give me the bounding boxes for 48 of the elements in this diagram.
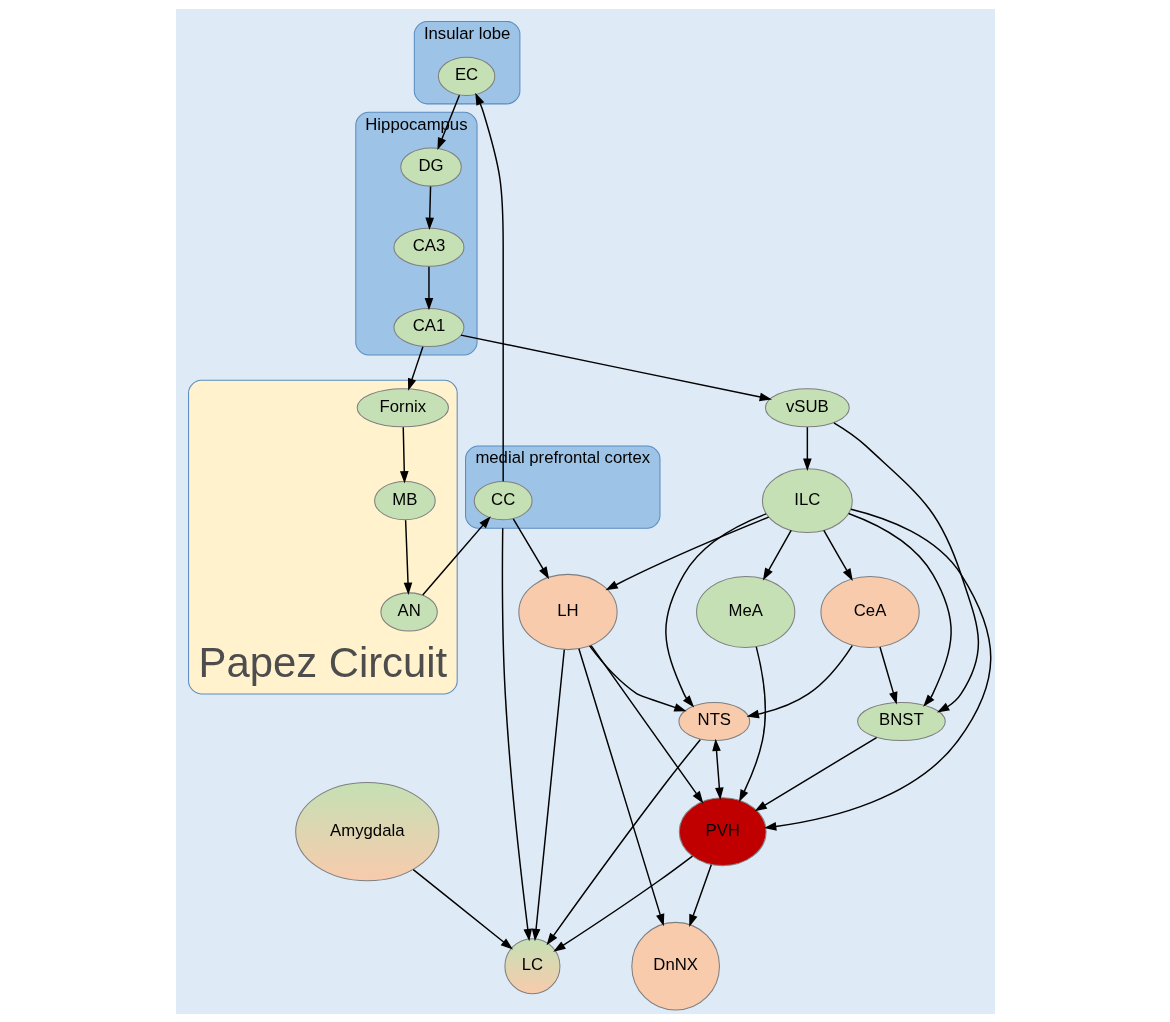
arrow (711, 738, 724, 800)
arrow (832, 421, 979, 712)
arrow (474, 92, 504, 482)
arrow (664, 512, 767, 708)
node-ellipse: EC (437, 56, 495, 96)
node-ellipse: DG (399, 146, 462, 187)
node-ellipse: ILC (761, 467, 853, 533)
arrow (552, 854, 693, 952)
arrow (531, 648, 565, 941)
node-ellipse: CeA (819, 575, 920, 648)
arrow (822, 529, 853, 581)
arrow (589, 644, 703, 803)
node-ellipse: MeA (695, 575, 795, 648)
arrow (399, 425, 409, 483)
node-ellipse: NTS (677, 701, 750, 741)
arrow (738, 645, 766, 802)
arrow (459, 333, 772, 401)
node-ellipse: MB (373, 480, 436, 520)
node-ellipse: CA1 (392, 307, 464, 347)
node-ellipse: CC (473, 480, 533, 520)
arrow (407, 345, 424, 391)
arrow (424, 265, 433, 310)
arrow (605, 515, 769, 590)
arrow (501, 527, 532, 941)
arrow (746, 644, 853, 718)
arrow (588, 644, 687, 711)
arrow (762, 529, 792, 580)
arrow (688, 863, 712, 927)
arrow (421, 515, 491, 596)
node-ellipse: Fornix (356, 387, 449, 427)
arrow (847, 512, 952, 707)
arrow (546, 738, 701, 945)
node-ellipse: BNST (856, 701, 946, 741)
arrow (802, 425, 812, 471)
arrow (403, 519, 412, 595)
arrow (412, 868, 513, 950)
node-ellipse: vSUB (764, 387, 850, 427)
arrow (424, 185, 434, 230)
arrow (763, 507, 991, 831)
arrow (878, 645, 897, 704)
arrow (577, 647, 664, 926)
node-ellipse: Amygdala (294, 781, 439, 881)
node-ellipse: CA3 (392, 227, 464, 267)
arrow (512, 517, 549, 579)
node-ellipse: AN (379, 591, 438, 632)
node-circle: LC (503, 937, 560, 994)
arrow (754, 736, 877, 811)
node-circle: DnNX (630, 921, 720, 1011)
